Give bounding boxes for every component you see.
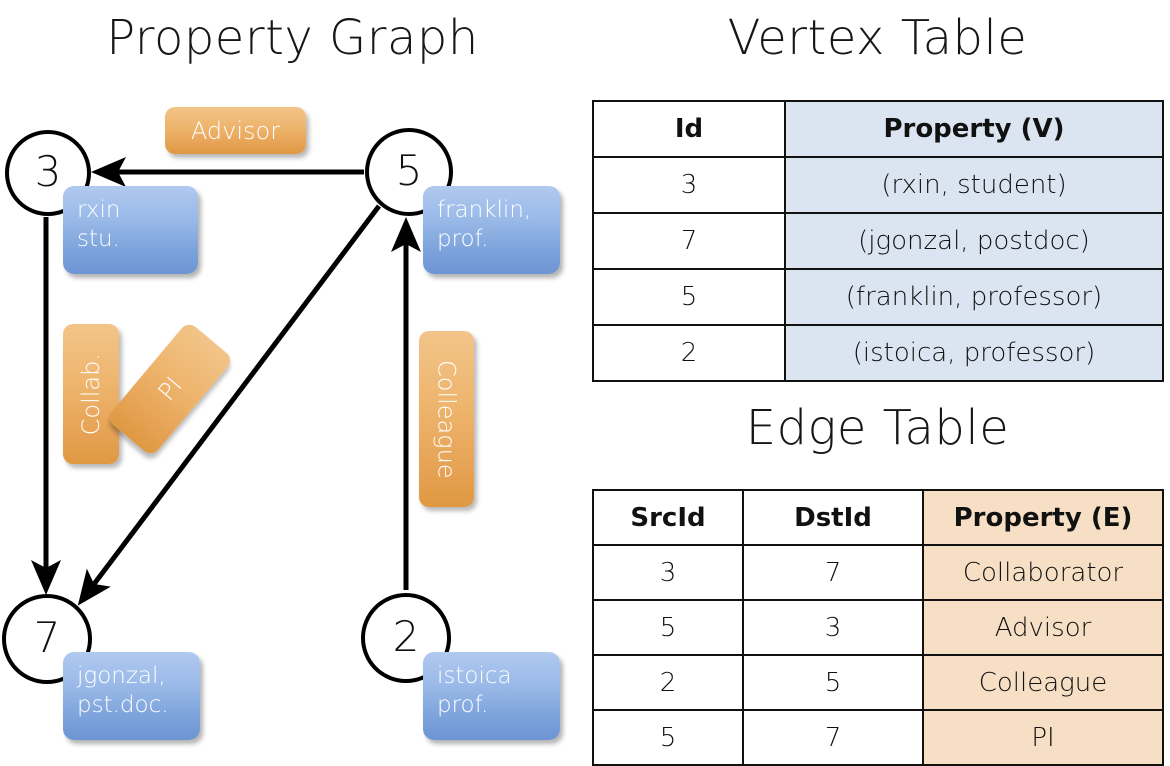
vertex-property-jgonzal-line2: pst.doc. [77, 692, 169, 719]
vertex-table-cell-id: 7 [592, 212, 786, 270]
edge-label-collab: Collab. [63, 324, 119, 464]
table-row: 5 3 Advisor [592, 599, 1164, 656]
graph-vertex-5-label: 5 [395, 145, 423, 195]
vertex-table-cell-property: (franklin, professor) [784, 268, 1164, 326]
vertex-table-cell-property: (istoica, professor) [784, 324, 1164, 382]
edge-table-cell-property: Advisor [922, 599, 1164, 656]
graph-vertex-3-label: 3 [34, 146, 62, 196]
page-title-vertex-table: Vertex Table [727, 10, 1028, 66]
table-row: 7 (jgonzal, postdoc) [592, 212, 1164, 270]
edge-table-header-srcid: SrcId [592, 489, 744, 546]
vertex-property-box-jgonzal: jgonzal, pst.doc. [63, 652, 200, 740]
vertex-table-cell-property: (jgonzal, postdoc) [784, 212, 1164, 270]
vertex-property-rxin-line1: rxin [77, 197, 121, 223]
vertex-property-rxin-line2: stu. [77, 226, 120, 253]
table-row: 3 7 Collaborator [592, 544, 1164, 601]
edge-table: SrcId DstId Property (E) 3 7 Collaborato… [592, 489, 1164, 766]
table-row: 3 (rxin, student) [592, 156, 1164, 214]
property-graph-diagram: 3 5 7 2 rxin stu. franklin, prof. jgonza… [0, 0, 585, 760]
edge-table-cell-property: Colleague [922, 654, 1164, 711]
graph-vertex-5[interactable]: 5 [365, 128, 453, 216]
vertex-table-header-id: Id [592, 100, 786, 158]
graph-vertex-7-label: 7 [33, 612, 61, 662]
vertex-table-cell-id: 5 [592, 268, 786, 326]
edge-table-cell-dstid: 3 [742, 599, 924, 656]
graph-edge-arrows [31, 157, 421, 606]
vertex-table-header-row: Id Property (V) [592, 100, 1164, 158]
vertex-property-box-rxin: rxin stu. [63, 186, 198, 274]
edge-label-advisor: Advisor [165, 107, 306, 154]
graph-vertex-2-label: 2 [392, 611, 420, 661]
table-row: 2 5 Colleague [592, 654, 1164, 711]
page-title-property-graph: Property Graph [106, 10, 479, 66]
edge-label-colleague-text: Colleague [432, 359, 461, 479]
edge-table-header-property: Property (E) [922, 489, 1164, 546]
edge-table-header-dstid: DstId [742, 489, 924, 546]
vertex-table-cell-id: 2 [592, 324, 786, 382]
edge-table-header-row: SrcId DstId Property (E) [592, 489, 1164, 546]
page-title-edge-table: Edge Table [745, 400, 1010, 456]
edge-label-collab-text: Collab. [77, 352, 105, 436]
vertex-table-cell-id: 3 [592, 156, 786, 214]
edge-arrow-5-to-7 [77, 204, 381, 606]
edge-table-cell-srcid: 3 [592, 544, 744, 601]
vertex-property-istoica-line1: istoica [437, 663, 512, 689]
vertex-property-box-franklin: franklin, prof. [423, 186, 560, 274]
edge-table-cell-srcid: 2 [592, 654, 744, 711]
edge-table-cell-dstid: 5 [742, 654, 924, 711]
edge-label-pi-text: PI [152, 371, 188, 407]
vertex-property-istoica-line2: prof. [437, 692, 489, 719]
vertex-property-jgonzal-line1: jgonzal, [77, 663, 166, 689]
vertex-table-header-property: Property (V) [784, 100, 1164, 158]
vertex-table: Id Property (V) 3 (rxin, student) 7 (jgo… [592, 100, 1164, 382]
vertex-property-franklin-line1: franklin, [437, 197, 532, 223]
graph-vertex-2[interactable]: 2 [361, 593, 451, 683]
edge-label-colleague: Colleague [419, 331, 474, 507]
edge-table-cell-dstid: 7 [742, 709, 924, 766]
edge-label-advisor-text: Advisor [190, 116, 281, 145]
edge-table-cell-srcid: 5 [592, 599, 744, 656]
edge-table-cell-property: Collaborator [922, 544, 1164, 601]
vertex-property-franklin-line2: prof. [437, 226, 489, 253]
table-row: 5 7 PI [592, 709, 1164, 766]
vertex-property-box-istoica: istoica prof. [423, 652, 560, 740]
vertex-table-cell-property: (rxin, student) [784, 156, 1164, 214]
edge-table-cell-srcid: 5 [592, 709, 744, 766]
edge-table-cell-dstid: 7 [742, 544, 924, 601]
table-row: 5 (franklin, professor) [592, 268, 1164, 326]
table-row: 2 (istoica, professor) [592, 324, 1164, 382]
edge-table-cell-property: PI [922, 709, 1164, 766]
